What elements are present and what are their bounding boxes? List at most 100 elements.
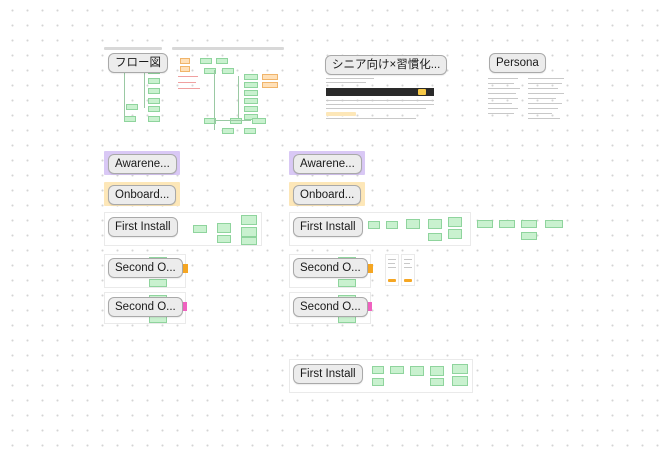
flow-chart-frame[interactable]: フロー図: [104, 46, 284, 136]
text-line: [488, 83, 514, 84]
frame-label[interactable]: Second O...: [108, 297, 183, 317]
flow-connector: [215, 120, 251, 121]
screen-node: [410, 366, 424, 376]
text-line: [488, 103, 512, 104]
second-open-frame-left-2[interactable]: Second O...: [104, 292, 190, 324]
screen-node: [241, 237, 257, 245]
connector-handle[interactable]: [180, 302, 187, 311]
flow-chart-thumbnail: [104, 46, 284, 136]
text-line: [404, 267, 412, 268]
persona-thumbnail: [486, 50, 568, 130]
screen-node: [521, 220, 537, 228]
text-line: [528, 78, 564, 79]
flow-node: [244, 90, 258, 96]
screen-node: [149, 279, 167, 287]
connector-handle[interactable]: [180, 264, 188, 273]
screen-node: [448, 217, 462, 227]
frame-label[interactable]: First Install: [293, 364, 363, 384]
screen-node: [499, 220, 515, 228]
screen-node: [521, 232, 537, 240]
first-install-frame-left[interactable]: First Install: [104, 212, 262, 246]
screen-node: [428, 233, 442, 241]
onboarding-frame-right[interactable]: Onboard...: [289, 182, 365, 206]
connector-handle[interactable]: [365, 302, 372, 311]
cta-bar: [388, 279, 396, 282]
text-line: [528, 108, 558, 109]
screen-node: [448, 229, 462, 239]
first-install-frame-right[interactable]: First Install: [289, 212, 565, 246]
text-line: [488, 108, 518, 109]
second-open-frame-right-2[interactable]: Second O...: [289, 292, 375, 324]
annotation-text: [178, 88, 200, 89]
frame-label[interactable]: First Install: [108, 217, 178, 237]
screen-node: [430, 366, 444, 376]
frame-label[interactable]: Onboard...: [293, 185, 362, 205]
screen-node: [193, 225, 207, 233]
screen-node: [386, 221, 398, 229]
persona-frame[interactable]: Persona: [486, 50, 568, 130]
second-open-frame-left-1[interactable]: Second O...: [104, 254, 190, 288]
frame-label[interactable]: Persona: [489, 53, 546, 73]
flow-node: [148, 98, 160, 104]
flow-node: [200, 58, 212, 64]
screen-node: [428, 219, 442, 229]
text-line: [488, 93, 516, 94]
text-line: [528, 98, 556, 99]
screen-node: [430, 378, 444, 386]
screen-node: [390, 366, 404, 374]
phone-screen-preview: [401, 254, 415, 286]
annotation-text: [178, 76, 198, 77]
flow-header-bar: [104, 47, 162, 50]
cta-bar: [404, 279, 412, 282]
frame-label[interactable]: Onboard...: [108, 185, 177, 205]
table-row: [326, 104, 434, 105]
screen-node: [368, 221, 380, 229]
screen-node: [452, 376, 468, 386]
screen-node: [372, 366, 384, 374]
connector-handle[interactable]: [365, 264, 373, 273]
flow-connector: [238, 76, 239, 118]
screen-node: [217, 223, 231, 233]
text-line: [326, 82, 366, 83]
text-line: [404, 263, 410, 264]
senior-habit-frame[interactable]: シニア向け×習慣化...: [322, 54, 448, 124]
awareness-frame-right[interactable]: Awarene...: [289, 151, 365, 175]
flow-node: [244, 98, 258, 104]
screen-node: [241, 215, 257, 225]
frame-label[interactable]: Awarene...: [108, 154, 177, 174]
text-line: [388, 267, 396, 268]
awareness-frame-left[interactable]: Awarene...: [104, 151, 180, 175]
frame-label[interactable]: First Install: [293, 217, 363, 237]
screen-node: [477, 220, 493, 228]
flow-node: [244, 106, 258, 112]
frame-label[interactable]: フロー図: [108, 53, 168, 73]
frame-label[interactable]: Awarene...: [293, 154, 362, 174]
table-row: [326, 108, 426, 109]
flow-node-orange: [262, 74, 278, 80]
frame-label[interactable]: Second O...: [108, 258, 183, 278]
screen-node: [545, 220, 563, 228]
flow-node: [204, 68, 216, 74]
flow-node: [204, 118, 216, 124]
text-line: [528, 93, 564, 94]
frame-label[interactable]: Second O...: [293, 258, 368, 278]
first-install-frame-bottom[interactable]: First Install: [289, 359, 473, 393]
flow-node: [216, 58, 228, 64]
flow-header-bar: [172, 47, 284, 50]
flow-connector: [144, 70, 145, 108]
flow-node: [148, 106, 160, 112]
onboarding-frame-left[interactable]: Onboard...: [104, 182, 180, 206]
phone-screen-preview: [385, 254, 399, 286]
screen-node: [452, 364, 468, 374]
second-open-frame-right-1[interactable]: Second O...: [289, 254, 419, 288]
frame-label[interactable]: シニア向け×習慣化...: [325, 55, 448, 75]
text-line: [528, 118, 560, 119]
flow-node: [222, 128, 234, 134]
highlight-cell: [418, 89, 426, 95]
flow-node: [148, 116, 160, 122]
table-row: [326, 118, 416, 119]
text-line: [326, 78, 374, 79]
screen-node: [372, 378, 384, 386]
frame-label[interactable]: Second O...: [293, 297, 368, 317]
flow-node: [222, 68, 234, 74]
